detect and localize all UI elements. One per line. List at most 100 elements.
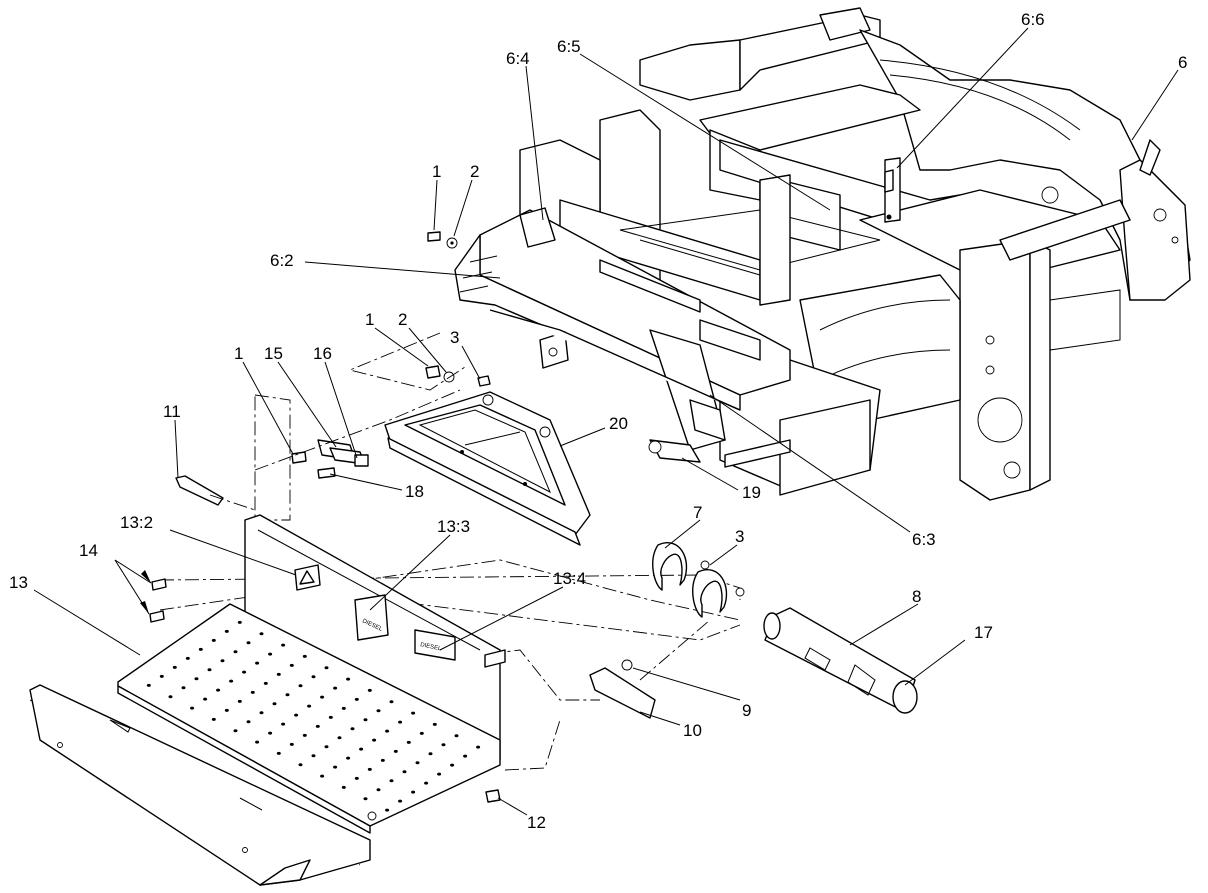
hinge-assembly — [291, 439, 369, 479]
perforation-hole — [289, 742, 294, 746]
perforation-hole — [328, 715, 333, 719]
perforation-hole — [341, 785, 346, 789]
perforation-hole — [454, 734, 459, 738]
perforation-hole — [272, 702, 277, 706]
callout-3b: 3 — [450, 328, 459, 347]
perforation-hole — [337, 736, 342, 740]
perforation-hole — [263, 681, 268, 685]
perforation-hole — [450, 763, 455, 767]
callout-14: 14 — [79, 541, 98, 560]
callout-13-4: 13:4 — [553, 569, 586, 588]
perforation-hole — [185, 656, 190, 660]
hinge-plate-19 — [648, 439, 701, 463]
perforation-hole — [224, 708, 229, 712]
callout-2b: 2 — [398, 310, 407, 329]
callout-7: 7 — [693, 503, 702, 522]
bolt-11 — [175, 475, 224, 506]
perforation-hole — [194, 677, 199, 681]
perforation-hole — [367, 767, 372, 771]
callout-17: 17 — [974, 623, 993, 642]
warning-triangle-decal — [299, 570, 315, 585]
perforation-hole — [190, 706, 195, 710]
pin-6-6 — [884, 169, 894, 193]
callout-labels: 1 2 6:4 6:5 6:6 6 6:2 1 2 3 1 15 16 11 1… — [9, 10, 1187, 832]
perforation-hole — [411, 711, 416, 715]
callout-20: 20 — [609, 414, 628, 433]
perforation-hole — [255, 661, 260, 665]
perforation-hole — [415, 761, 420, 765]
perforation-hole — [172, 665, 177, 669]
perforation-hole — [428, 752, 433, 756]
perforation-hole — [259, 632, 264, 636]
perforation-hole — [237, 699, 242, 703]
floor-plate-assembly: DIESEL DIESEL — [117, 514, 506, 834]
step-bracket — [29, 684, 371, 886]
perforation-hole — [220, 659, 225, 663]
perforation-hole — [359, 747, 364, 751]
diesel-decal-13-4: DIESEL — [420, 642, 443, 652]
callout-13-3: 13:3 — [437, 517, 470, 536]
perforation-hole — [216, 688, 221, 692]
perforation-hole — [333, 765, 338, 769]
perforation-hole — [203, 697, 208, 701]
callout-6-6: 6:6 — [1021, 10, 1045, 29]
callout-6: 6 — [1178, 53, 1187, 72]
perforation-hole — [298, 684, 303, 688]
perforation-hole — [398, 720, 403, 724]
perforation-hole — [363, 718, 368, 722]
perforation-hole — [367, 688, 372, 692]
callout-10: 10 — [683, 721, 702, 740]
perforation-hole — [181, 686, 186, 690]
perforation-hole — [302, 654, 307, 658]
perforation-hole — [346, 756, 351, 760]
perforation-hole — [424, 781, 429, 785]
perforation-hole — [463, 754, 468, 758]
callout-8: 8 — [912, 587, 921, 606]
perforation-hole — [380, 758, 385, 762]
perforation-hole — [385, 808, 390, 812]
perforation-hole — [476, 745, 481, 749]
perforation-hole — [276, 751, 281, 755]
perforation-hole — [281, 722, 286, 726]
perforation-hole — [302, 733, 307, 737]
main-frame — [519, 7, 1191, 501]
callout-1: 1 — [432, 162, 441, 181]
perforation-hole — [411, 790, 416, 794]
console-panel — [384, 391, 591, 546]
callout-6-3: 6:3 — [912, 530, 936, 549]
perforation-hole — [281, 643, 286, 647]
perforation-hole — [237, 620, 242, 624]
perforation-hole — [363, 797, 368, 801]
perforation-hole — [406, 740, 411, 744]
perforation-hole — [437, 772, 442, 776]
perforation-hole — [168, 695, 173, 699]
spare-tube — [763, 607, 918, 714]
perforation-hole — [311, 675, 316, 679]
callout-18: 18 — [405, 482, 424, 501]
callout-6-5: 6:5 — [557, 37, 581, 56]
callout-3c: 3 — [735, 527, 744, 546]
perforation-hole — [307, 704, 312, 708]
perforation-hole — [211, 638, 216, 642]
plate-10 — [589, 667, 656, 719]
perforation-hole — [389, 700, 394, 704]
callout-16: 16 — [313, 344, 332, 363]
callout-9: 9 — [742, 701, 751, 720]
perforation-hole — [341, 706, 346, 710]
perforation-hole — [198, 647, 203, 651]
perforation-hole — [320, 695, 325, 699]
perforation-hole — [259, 711, 264, 715]
perforation-hole — [276, 672, 281, 676]
callout-15: 15 — [264, 344, 283, 363]
perforation-hole — [389, 779, 394, 783]
callout-2: 2 — [470, 162, 479, 181]
leader-lines — [33, 27, 1179, 816]
callout-12: 12 — [527, 813, 546, 832]
callout-6-4: 6:4 — [506, 49, 530, 68]
perforation-hole — [268, 731, 273, 735]
nut-9 — [621, 659, 633, 671]
clamp-set — [652, 542, 745, 618]
perforation-hole — [432, 722, 437, 726]
perforation-hole — [285, 693, 290, 697]
